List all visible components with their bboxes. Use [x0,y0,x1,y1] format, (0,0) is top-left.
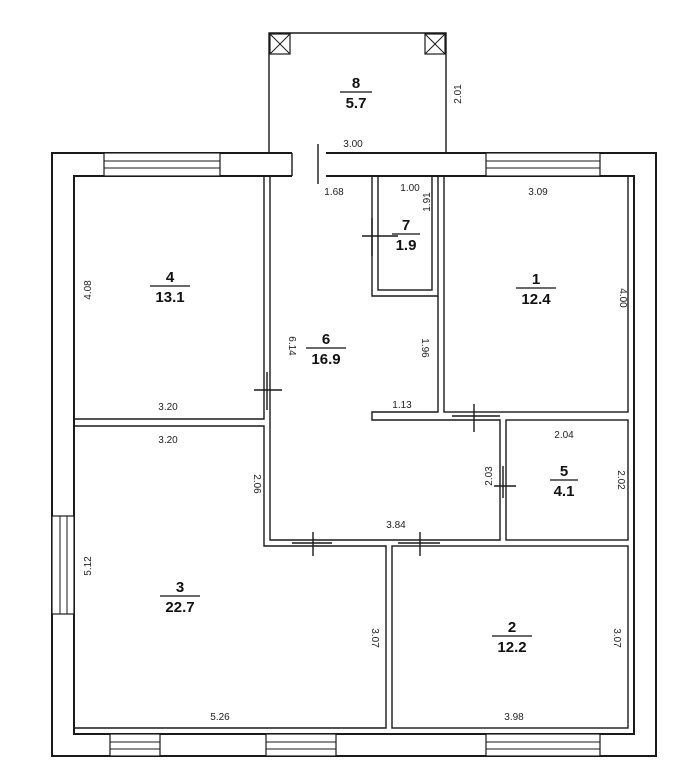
svg-text:22.7: 22.7 [165,599,194,616]
svg-text:1.9: 1.9 [396,237,417,254]
window-room4 [103,152,221,177]
dim-wc-width: 1.00 [400,183,420,194]
svg-text:5: 5 [560,463,568,480]
dim-r3-top: 3.20 [158,435,178,446]
svg-text:7: 7 [402,217,410,234]
window-room3-side [51,515,75,615]
window-room2 [485,733,601,757]
vent-icon-right [424,33,446,55]
door-wc [362,218,398,256]
room-label-4: 4 13.1 [150,269,190,306]
svg-text:2: 2 [508,619,516,636]
doors [254,144,516,556]
dim-r3-side-upper: 2.06 [251,474,262,494]
vent-icon-left [269,33,291,55]
svg-text:12.2: 12.2 [497,639,526,656]
room-labels: 8 5.7 4 13.1 7 1.9 1 12.4 6 16.9 5 4.1 [150,75,578,656]
dim-r1-depth: 4.00 [617,288,628,308]
dim-r5-right: 2.02 [615,470,626,490]
svg-text:12.4: 12.4 [521,291,551,308]
svg-text:3: 3 [176,579,184,596]
dimension-labels: 3.00 2.01 1.68 1.00 1.91 3.09 4.00 4.08 … [83,84,628,723]
room-label-3: 3 22.7 [160,579,200,616]
svg-text:16.9: 16.9 [311,351,340,368]
dim-hall-bottom: 3.84 [386,520,406,531]
room-label-7: 7 1.9 [392,217,420,254]
dim-r2-right: 3.07 [611,628,622,648]
svg-text:8: 8 [352,75,360,92]
dim-r5-width: 2.04 [554,430,574,441]
dim-r4-depth: 4.08 [83,280,94,300]
door-room5 [494,466,516,498]
window-room1 [485,152,601,177]
dim-r3-side: 5.12 [83,556,94,576]
dim-hall-notch-width: 1.13 [392,400,412,411]
dim-hall-depth: 6.14 [286,336,297,356]
svg-text:5.7: 5.7 [346,95,367,112]
svg-text:13.1: 13.1 [155,289,184,306]
outer-walls [51,152,657,757]
svg-text:4.1: 4.1 [554,483,575,500]
interior-walls [74,175,629,729]
dim-hall-notch-depth: 1.96 [419,338,430,358]
door-room1 [452,404,500,432]
door-entrance [291,144,326,184]
dim-r3-right: 3.07 [369,628,380,648]
room-label-5: 5 4.1 [550,463,578,500]
dim-r2-bottom: 3.98 [504,712,524,723]
dim-r5-left: 2.03 [484,466,495,486]
svg-text:4: 4 [166,269,175,286]
dim-porch-depth: 2.01 [453,84,464,104]
room-label-8: 8 5.7 [340,75,372,112]
dim-porch-width: 3.00 [343,139,363,150]
door-room3 [292,532,332,556]
dim-hall-top: 1.68 [324,187,344,198]
svg-text:6: 6 [322,331,330,348]
dim-wc-depth: 1.91 [422,192,433,212]
dim-r3-bottom: 5.26 [210,712,230,723]
door-room2 [398,532,440,556]
room-label-1: 1 12.4 [516,271,556,308]
window-room3-bottom-left [109,733,161,757]
dim-r1-width: 3.09 [528,187,548,198]
door-room4 [254,372,282,410]
svg-text:1: 1 [532,271,540,288]
porch [268,32,447,153]
window-room3-bottom [265,733,337,757]
room-label-2: 2 12.2 [492,619,532,656]
windows [51,152,601,757]
dim-r4-width: 3.20 [158,402,178,413]
room-label-6: 6 16.9 [306,331,346,368]
